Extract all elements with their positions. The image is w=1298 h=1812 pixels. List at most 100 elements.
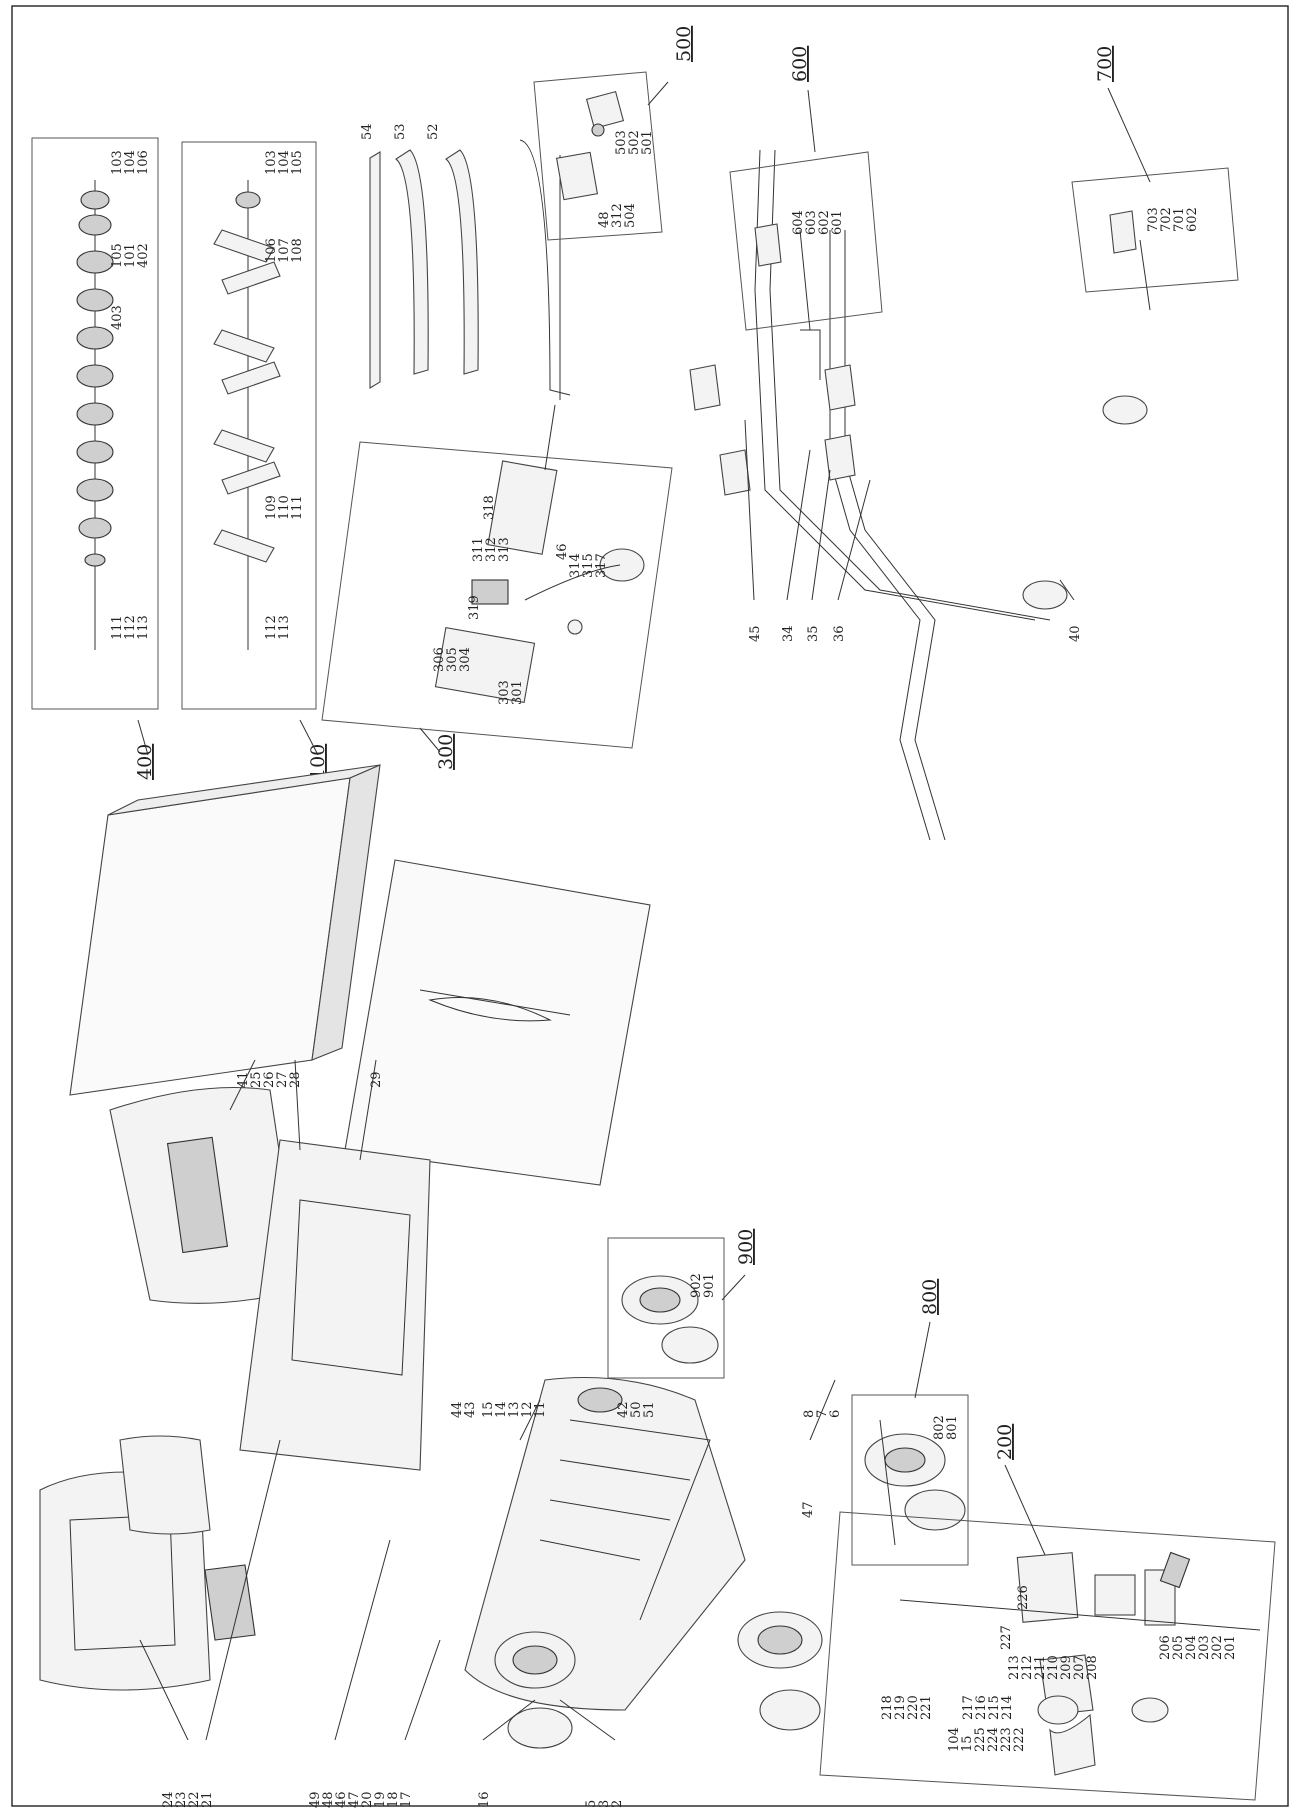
label-400-103: 103: [110, 150, 125, 175]
label-900-901: 901: [702, 1273, 717, 1298]
label-600-602: 602: [817, 210, 832, 235]
label-200-220: 220: [906, 1695, 921, 1720]
label-50: 50: [629, 1401, 644, 1418]
label-600-603: 603: [804, 210, 819, 235]
lower-handle: [689, 149, 1148, 841]
label-200-208: 208: [1085, 1655, 1100, 1680]
label-400-113: 113: [136, 615, 151, 640]
label-29: 29: [369, 1071, 384, 1088]
label-27: 27: [275, 1071, 290, 1088]
label-300-313: 313: [497, 537, 512, 562]
label-900-902: 902: [689, 1273, 704, 1298]
label-300-317: 317: [594, 553, 609, 578]
label-700-701: 701: [1172, 207, 1187, 232]
label-100-106: 106: [264, 238, 279, 263]
label-45: 45: [748, 625, 763, 642]
tine-blades-100: [213, 191, 281, 563]
label-200-213: 213: [1007, 1655, 1022, 1680]
label-200-222: 222: [1012, 1727, 1027, 1752]
label-700-703: 703: [1146, 207, 1161, 232]
label-20: 20: [360, 1791, 375, 1808]
label-8: 8: [802, 1410, 817, 1418]
upper-handle: [369, 139, 571, 400]
label-25: 25: [249, 1071, 264, 1088]
assembly-600-box: [729, 151, 883, 331]
assembly-200-box: [819, 1511, 1276, 1801]
label-18: 18: [386, 1791, 401, 1808]
label-300-306: 306: [432, 647, 447, 672]
label-54: 54: [360, 123, 375, 140]
assembly-300-parts: [434, 404, 645, 703]
label-19: 19: [373, 1791, 388, 1808]
label-100-107: 107: [277, 238, 292, 263]
label-42: 42: [616, 1401, 631, 1418]
label-200-15: 15: [960, 1735, 975, 1752]
label-200-216: 216: [974, 1695, 989, 1720]
label-700-602: 602: [1185, 207, 1200, 232]
assembly-400-title: 400: [134, 744, 156, 780]
assembly-900-box: [607, 1237, 725, 1379]
label-47: 47: [347, 1791, 362, 1808]
label-17: 17: [399, 1791, 414, 1808]
label-500-312: 312: [610, 203, 625, 228]
assembly-400-shaft: [76, 180, 114, 650]
label-300-319: 319: [467, 595, 482, 620]
label-34: 34: [781, 625, 796, 642]
assembly-800-labels: 802 801: [932, 1415, 960, 1440]
base-frame: [464, 1376, 746, 1711]
label-400-106: 106: [136, 150, 151, 175]
label-51: 51: [642, 1401, 657, 1418]
label-500-502: 502: [627, 130, 642, 155]
body-labels: 41 25 26 27 28 29 44 43 15 14 13 12 11 4…: [236, 1071, 843, 1518]
label-300-314: 314: [568, 553, 583, 578]
front-shroud: [39, 1435, 256, 1691]
label-300-305: 305: [445, 647, 460, 672]
label-100-105: 105: [290, 150, 305, 175]
label-21: 21: [200, 1791, 215, 1808]
label-52: 52: [426, 123, 441, 140]
assembly-400-box: [31, 137, 159, 710]
label-300-46: 46: [555, 543, 570, 560]
label-46: 46: [334, 1791, 349, 1808]
lower-handle-labels: 45 34 35 36 40: [744, 419, 1083, 642]
assembly-100-shaft: [213, 180, 281, 650]
label-13: 13: [507, 1401, 522, 1418]
label-200-221: 221: [919, 1695, 934, 1720]
label-300-318: 318: [482, 495, 497, 520]
tine-discs-400: [76, 190, 114, 567]
label-100-109: 109: [264, 495, 279, 520]
label-200-219: 219: [893, 1695, 908, 1720]
assembly-700-labels: 703 702 701 602: [1146, 207, 1200, 232]
assembly-300-title: 300: [435, 734, 457, 770]
assembly-100-title: 100: [307, 744, 329, 780]
assembly-900-title-text: 900: [735, 1229, 757, 1265]
label-800-802: 802: [932, 1415, 947, 1440]
label-16: 16: [477, 1791, 492, 1808]
label-28: 28: [288, 1071, 303, 1088]
label-700-702: 702: [1159, 207, 1174, 232]
label-200-217: 217: [961, 1695, 976, 1720]
label-400-111: 111: [110, 615, 125, 640]
label-2: 2: [610, 1800, 625, 1808]
label-400-101: 101: [123, 243, 138, 268]
label-26: 26: [262, 1071, 277, 1088]
label-200-218: 218: [880, 1695, 895, 1720]
label-15: 15: [481, 1401, 496, 1418]
label-12: 12: [520, 1401, 535, 1418]
assembly-800-box: [851, 1394, 969, 1566]
main-housing: [239, 1139, 431, 1471]
label-300-312: 312: [484, 537, 499, 562]
label-36: 36: [832, 625, 847, 642]
assembly-600-parts: [754, 223, 811, 331]
assembly-400-labels: 103 104 106 105 101 402 403 111 112 113: [110, 150, 151, 640]
assembly-500-parts: [555, 90, 625, 201]
label-200-202: 202: [1210, 1635, 1225, 1660]
label-200-225: 225: [973, 1727, 988, 1752]
label-100-110: 110: [277, 495, 292, 520]
label-200-203: 203: [1197, 1635, 1212, 1660]
assembly-700-title-text: 700: [1094, 46, 1116, 82]
assembly-800-title-text: 800: [919, 1279, 941, 1315]
label-600-601: 601: [830, 210, 845, 235]
assembly-300-box: [321, 441, 673, 749]
label-500-503: 503: [614, 130, 629, 155]
